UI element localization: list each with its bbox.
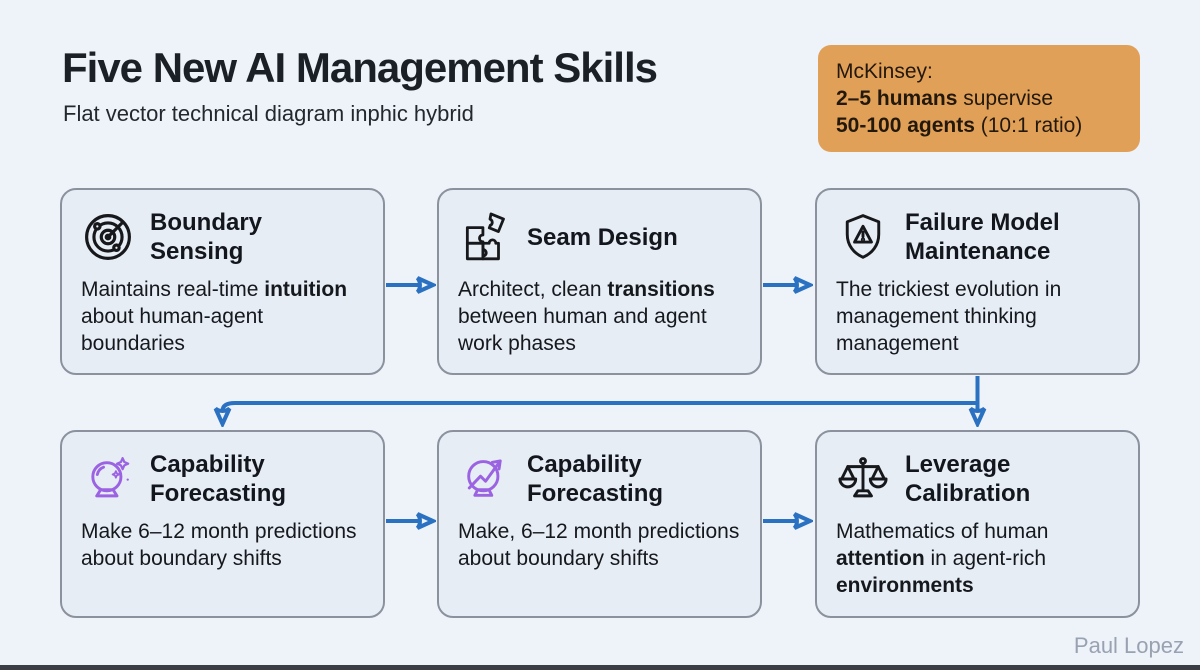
balance-scale-icon <box>836 452 890 506</box>
card-capability-forecasting-1: Capability Forecasting Make 6–12 month p… <box>60 430 385 618</box>
page-title: Five New AI Management Skills <box>62 44 658 91</box>
badge-line-1: McKinsey: <box>836 60 933 83</box>
puzzle-icon <box>458 210 512 264</box>
card-body: Make, 6–12 month predictions about bound… <box>458 520 740 570</box>
card-header: Seam Design <box>458 207 741 267</box>
crystal-ball-icon <box>81 452 135 506</box>
card-body: Make 6–12 month predictions about bounda… <box>81 520 357 570</box>
card-boundary-sensing: Boundary Sensing Maintains real-time int… <box>60 188 385 375</box>
card-body: Maintains real-time intuition about huma… <box>81 278 348 355</box>
card-header: Leverage Calibration <box>836 449 1119 509</box>
card-failure-model-maintenance: Failure Model Maintenance The trickiest … <box>815 188 1140 375</box>
badge-line-2: 2–5 humans supervise <box>836 87 1054 110</box>
bottom-strip <box>0 665 1200 670</box>
author-credit: Paul Lopez <box>1073 633 1184 658</box>
card-capability-forecasting-2: Capability Forecasting Make, 6–12 month … <box>437 430 762 618</box>
card-header: Failure Model Maintenance <box>836 207 1119 267</box>
card-title: Capability Forecasting <box>150 451 287 507</box>
card-header: Capability Forecasting <box>81 449 364 509</box>
card-body: The trickiest evolution in management th… <box>836 278 1062 355</box>
card-title: Boundary Sensing <box>150 209 263 265</box>
page-subtitle: Flat vector technical diagram inphic hyb… <box>63 101 474 126</box>
mckinsey-stat-badge: McKinsey: 2–5 humans supervise 50-100 ag… <box>818 45 1140 152</box>
card-title: Capability Forecasting <box>527 451 664 507</box>
card-header: Capability Forecasting <box>458 449 741 509</box>
radar-icon <box>81 210 135 264</box>
card-header: Boundary Sensing <box>81 207 364 267</box>
card-seam-design: Seam Design Architect, clean transitions… <box>437 188 762 375</box>
arrow-card3-card4 <box>223 401 978 411</box>
badge-line-3: 50-100 agents (10:1 ratio) <box>836 114 1083 137</box>
trend-forecast-icon <box>458 452 512 506</box>
card-title: Seam Design <box>527 223 678 251</box>
card-body: Mathematics of human attention in agent-… <box>836 520 1049 597</box>
shield-alert-icon <box>836 210 890 264</box>
card-title: Leverage Calibration <box>905 451 1031 507</box>
card-leverage-calibration: Leverage Calibration Mathematics of huma… <box>815 430 1140 618</box>
card-body: Architect, clean transitions between hum… <box>458 278 715 355</box>
card-title: Failure Model Maintenance <box>905 209 1060 265</box>
